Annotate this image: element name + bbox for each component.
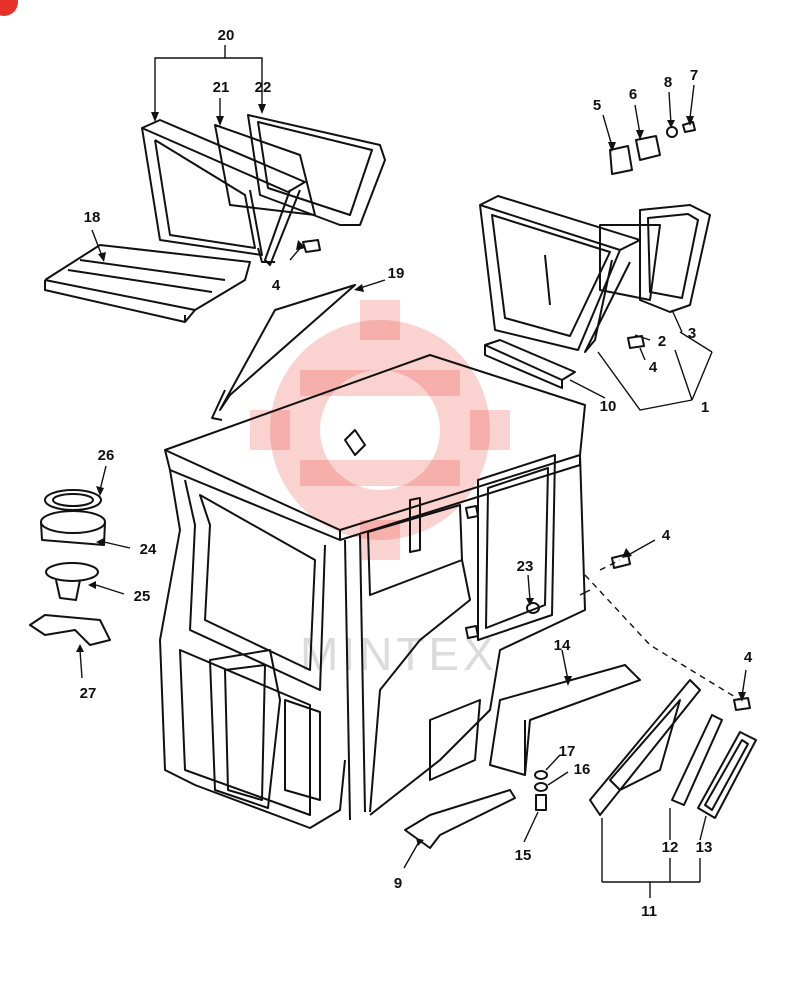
hardware-15 [535,794,547,811]
vent-housing [40,510,106,546]
cab-body [159,354,586,829]
corner-badge [0,0,18,16]
side-window-seal [697,731,757,819]
vent-grille [44,489,102,511]
callout-6: 6 [629,86,637,103]
callout-11: 11 [641,903,657,920]
handle-23 [526,602,540,614]
callout-1: 1 [701,399,709,416]
side-window-frame [589,679,701,816]
leader-lines [79,45,747,898]
step [404,789,516,849]
callout-12: 12 [662,839,679,856]
door-seal [639,204,711,313]
callout-26: 26 [98,447,115,464]
callout-4a: 4 [272,277,281,294]
bolt-4a [302,239,321,253]
callout-13: 13 [696,839,713,856]
hardware-16 [534,782,548,792]
callout-18: 18 [84,209,101,226]
bolt-4c [611,553,631,569]
hardware-17 [534,770,548,780]
callout-4b: 4 [649,359,658,376]
callout-8: 8 [664,74,672,91]
callout-labels: 20 21 22 18 4 19 5 6 8 7 2 3 4 10 1 26 2… [80,27,753,920]
callout-5: 5 [593,97,601,114]
callout-19: 19 [388,265,405,282]
bolt-4b [627,335,645,349]
callout-16: 16 [574,761,591,778]
fender [489,664,641,776]
watermark-text: MINTEX [300,628,498,680]
callout-20: 20 [218,27,235,44]
callout-21: 21 [213,79,230,96]
callout-25: 25 [134,588,151,605]
side-window-glass [671,714,723,806]
watermark-logo [250,300,510,560]
callout-14: 14 [554,637,571,654]
door-frame [479,195,641,353]
door-sill-strip [484,339,576,389]
callout-24: 24 [140,541,157,558]
arrowheads [76,104,746,846]
callout-15: 15 [515,847,532,864]
vent-bracket [29,614,111,646]
callout-10: 10 [600,398,617,415]
rear-window-seal [247,114,386,226]
vent-duct [45,562,99,601]
callout-3: 3 [688,325,696,342]
side-panel [211,284,356,421]
floor-mat [44,244,251,323]
callout-17: 17 [559,743,576,760]
latch-assembly [609,121,696,175]
callout-7: 7 [690,67,698,84]
callout-4c: 4 [662,527,671,544]
callout-4d: 4 [744,649,753,666]
callout-27: 27 [80,685,97,702]
callout-23: 23 [517,558,534,575]
rear-window-frame [141,119,306,266]
callout-9: 9 [394,875,402,892]
callout-22: 22 [255,79,272,96]
callout-2: 2 [658,333,666,350]
